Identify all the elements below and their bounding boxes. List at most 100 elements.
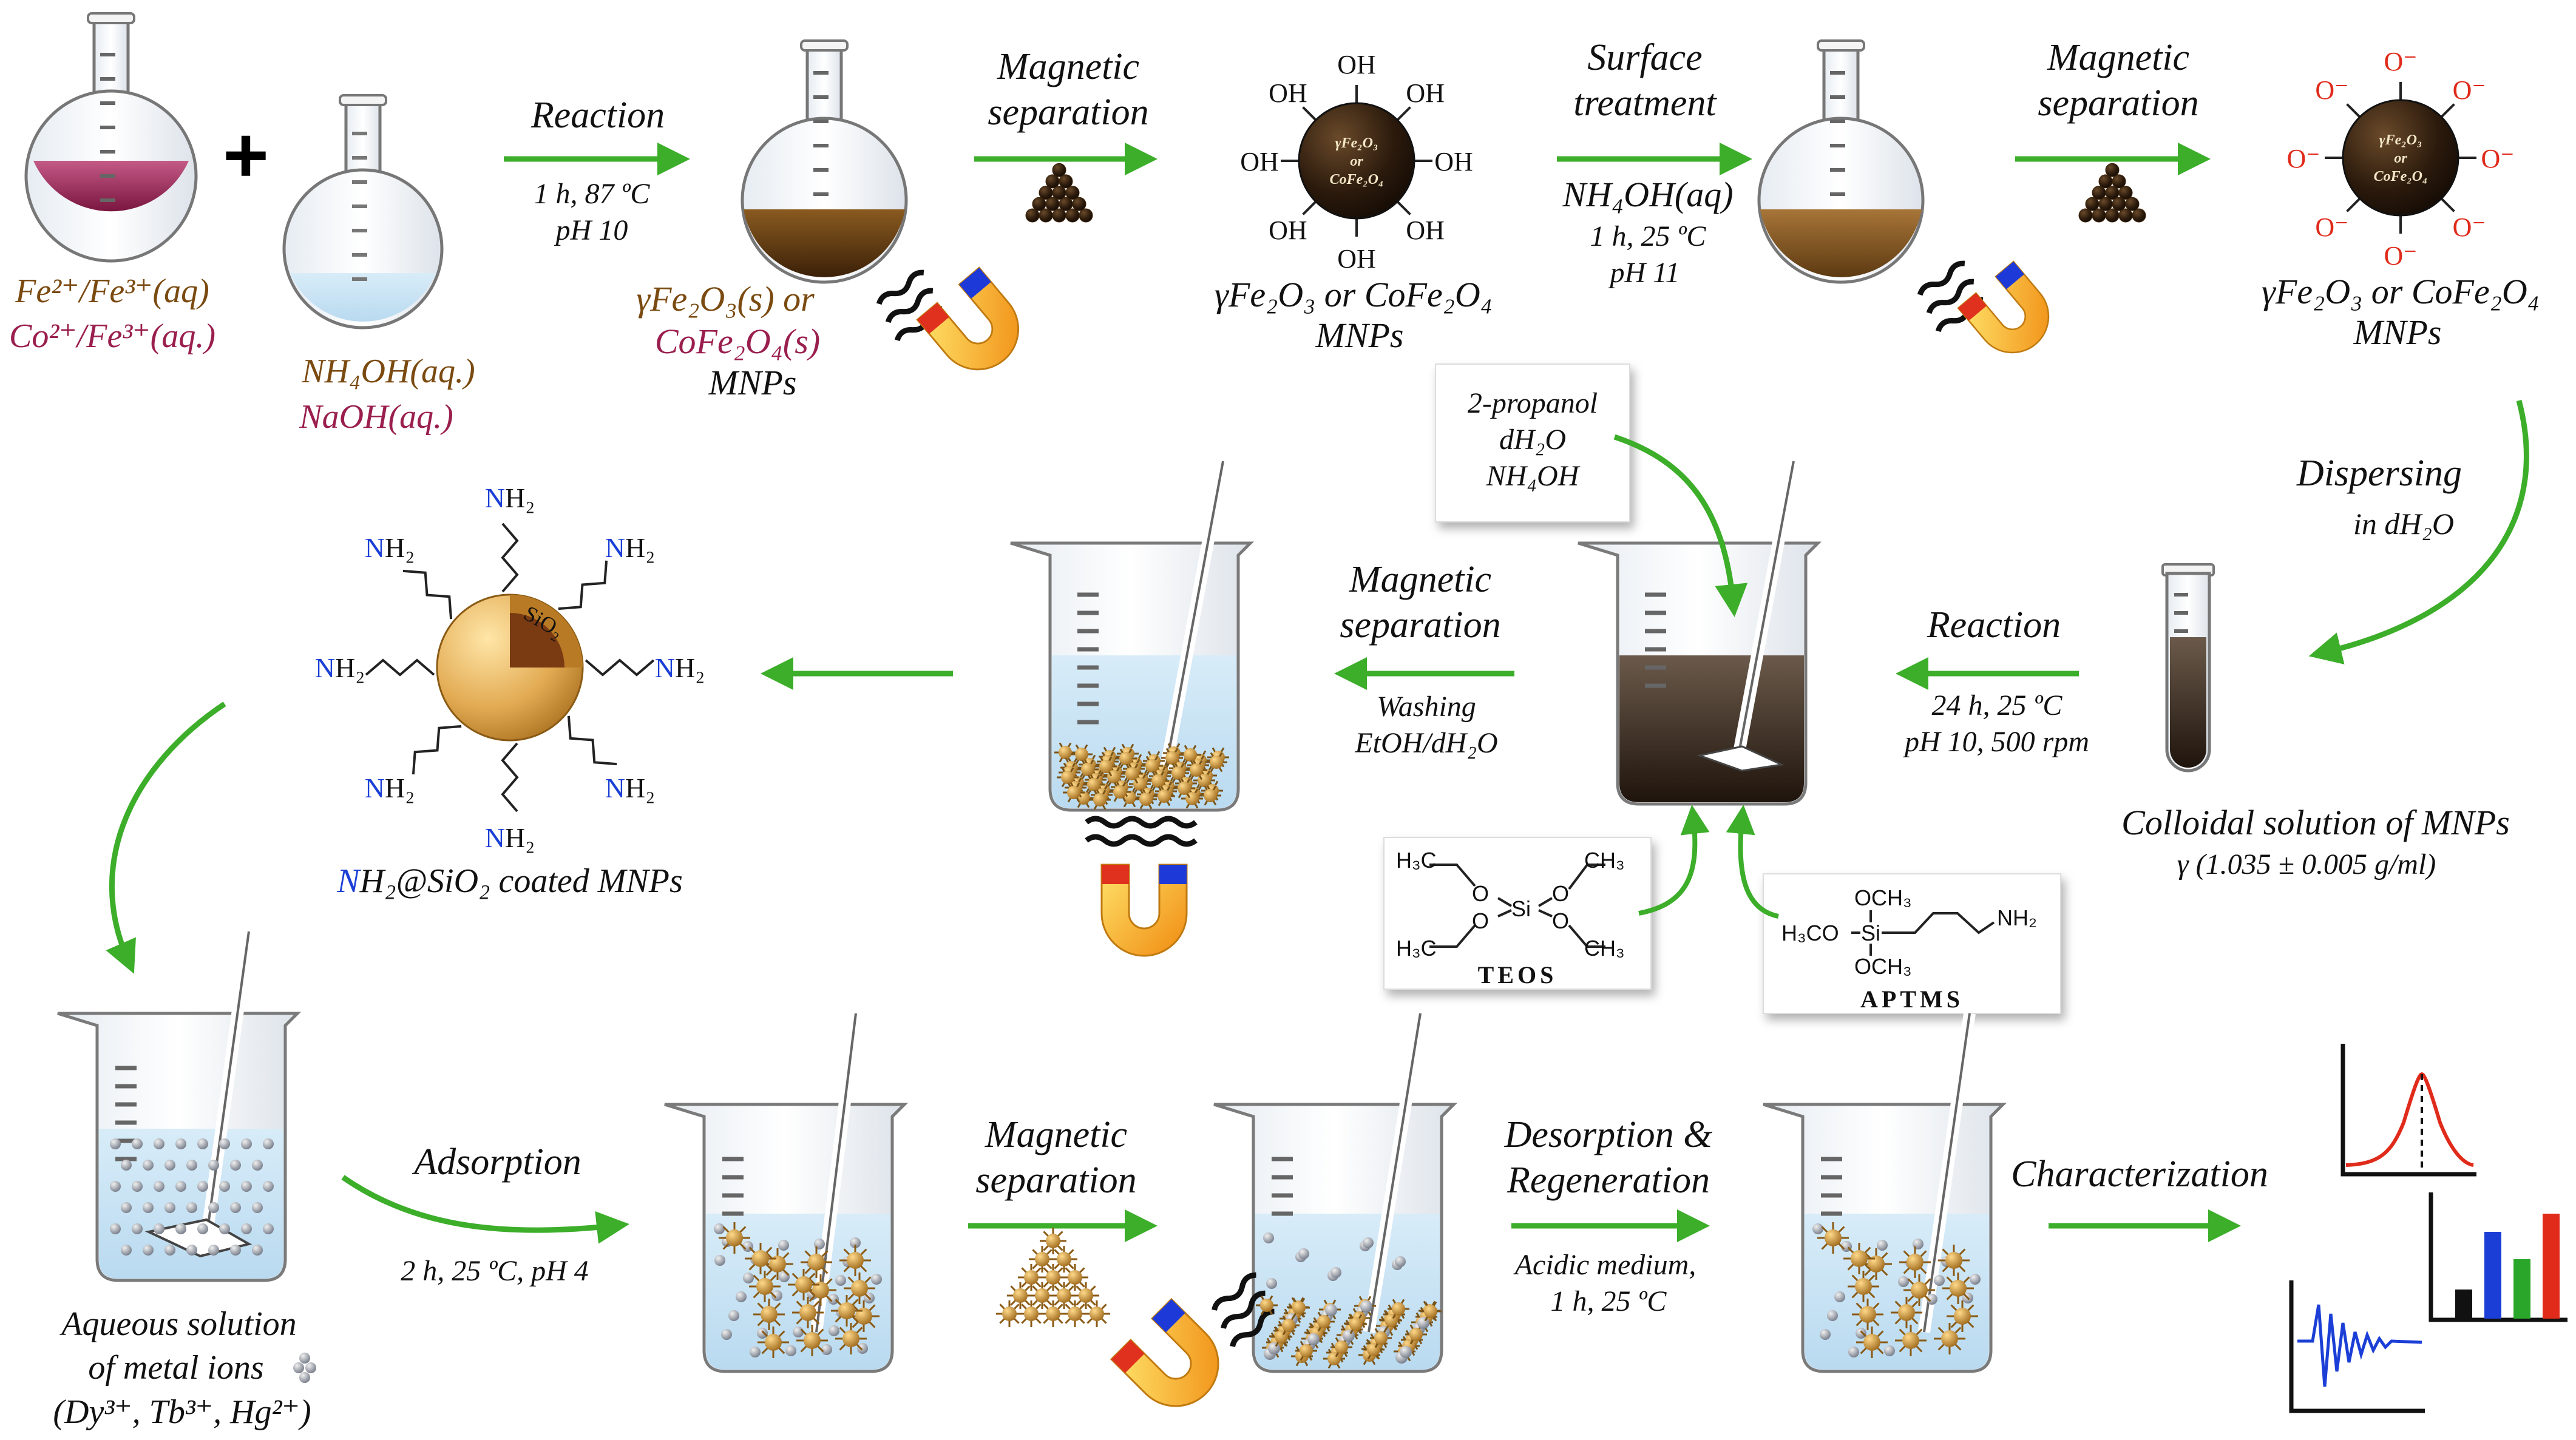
washing-line2: EtOH/dH₂O: [1354, 727, 1497, 759]
np-core-label: or: [2394, 150, 2407, 166]
test-tube-colloid: [2161, 563, 2215, 772]
coated-particle: [1954, 1308, 1971, 1325]
functional-group-label: OH: [1240, 147, 1279, 177]
beaker-silica-coating: [1578, 460, 1822, 806]
metal-ion: [110, 1181, 121, 1192]
metal-ion: [263, 1181, 274, 1192]
coated-particle: [726, 1229, 743, 1246]
functional-group-label: OH: [1337, 50, 1376, 79]
nh2-label: NH₂: [365, 772, 415, 803]
flask-base-solution: [282, 94, 444, 330]
adsorption-cond: 2 h, 25 ºC, pH 4: [401, 1255, 589, 1287]
np-core-label: CoFe₂O₄: [2374, 169, 2428, 184]
solvent-line3: NH₄OH: [1486, 460, 1581, 492]
solvent-box: [1435, 363, 1630, 522]
teos-o-3: O: [1552, 881, 1569, 906]
desorption-cond2: 1 h, 25 ºC: [1551, 1285, 1667, 1317]
flask-treated-suspension: [1757, 39, 1925, 284]
np-o-caption2: MNPs: [2353, 313, 2442, 352]
coated-particle: [756, 1278, 773, 1295]
teos-structure: [1429, 864, 1605, 948]
nh2-label: NH₂: [605, 532, 656, 563]
particle-pile-icon: [1025, 163, 1093, 223]
np-core-label: γFe₂O₃: [1335, 135, 1378, 151]
metal-ion: [110, 1223, 121, 1234]
metal-ion: [263, 1138, 274, 1149]
step2-title1: Magnetic: [997, 46, 1139, 87]
metal-ion: [241, 1181, 252, 1192]
functional-group-label: OH: [1406, 78, 1445, 108]
metal-ion: [175, 1181, 186, 1192]
step1-title: Reaction: [530, 95, 665, 136]
beaker-regeneration: [1763, 1012, 2007, 1373]
reaction2-cond1: 24 h, 25 ºC: [1932, 689, 2063, 722]
metal-ion: [154, 1181, 164, 1192]
magsep4-title1: Magnetic: [985, 1114, 1127, 1155]
metal-ion: [241, 1223, 252, 1234]
arrow-teos: [1638, 805, 1710, 916]
np-core-label: or: [1350, 154, 1363, 169]
metal-ion: [197, 1223, 208, 1234]
reaction2-title: Reaction: [1927, 604, 2061, 646]
coated-particle: [1950, 1280, 1967, 1297]
metal-ion: [219, 1223, 230, 1234]
reactant-co-label: Co²⁺/Fe³⁺(aq.): [9, 317, 215, 355]
metal-ion-icon: [293, 1353, 316, 1383]
adsorption-title: Adsorption: [412, 1141, 581, 1183]
aptms-structure: [1851, 910, 1995, 956]
arrow-dispersing: [2308, 399, 2529, 664]
functional-group-label: OH: [1434, 147, 1473, 177]
ions-line1: Aqueous solution: [59, 1305, 296, 1343]
aptms-och3-top: OCH₃: [1854, 885, 1912, 910]
metal-ion: [175, 1223, 186, 1234]
beaker-adsorption: [664, 1012, 909, 1373]
colloid-line2: γ (1.035 ± 0.005 g/ml): [2177, 848, 2436, 881]
coated-particle: [761, 1306, 778, 1323]
desorption-title2: Regeneration: [1507, 1160, 1710, 1201]
aptms-h3co: H₃CO: [1781, 921, 1839, 945]
metal-ion: [186, 1160, 197, 1171]
np-oh-caption1: γFe₂O₃ or CoFe₂O₄: [1215, 275, 1493, 314]
aptms-och3-bot: OCH₃: [1854, 954, 1912, 979]
bar-plot-icon: [2429, 1192, 2568, 1322]
metal-ion: [263, 1223, 274, 1234]
coated-particle: [1941, 1330, 1958, 1347]
colloid-line1: Colloidal solution of MNPs: [2121, 803, 2510, 842]
metal-ion: [197, 1181, 208, 1192]
step4-title1: Magnetic: [2047, 37, 2189, 78]
coated-particle: [1902, 1332, 1919, 1349]
teos-o-2: O: [1472, 908, 1489, 933]
teos-o-4: O: [1552, 908, 1569, 933]
ions-line3: (Dy³⁺, Tb³⁺, Hg²⁺): [53, 1393, 311, 1431]
metal-ion: [230, 1202, 241, 1213]
coated-particle: [799, 1304, 816, 1321]
metal-ion: [219, 1181, 230, 1192]
gaussian-plot-icon: [2340, 1044, 2476, 1177]
metal-ion: [186, 1202, 197, 1213]
np-oh-caption2: MNPs: [1315, 316, 1404, 355]
metal-ion: [230, 1160, 241, 1171]
metal-ion: [121, 1160, 132, 1171]
functional-group-label: O⁻: [2287, 144, 2320, 174]
base-nh4oh-label: NH₄OH(aq.): [301, 353, 475, 390]
coated-caption: NH₂@SiO₂ coated MNPs: [336, 862, 683, 900]
teos-name: TEOS: [1478, 961, 1557, 989]
metal-ion: [186, 1245, 197, 1256]
coated-particle: [1851, 1250, 1868, 1267]
dispersing-title: Dispersing: [2296, 453, 2462, 494]
coated-particle: [795, 1276, 812, 1293]
step3-title1: Surface: [1587, 37, 1702, 78]
metal-ion: [154, 1223, 164, 1234]
metal-ion: [143, 1160, 154, 1171]
teos-ch3-bot: CH₃: [1584, 936, 1625, 961]
coated-particle: [752, 1250, 769, 1267]
step3-title2: treatment: [1573, 83, 1717, 124]
desorption-title1: Desorption &: [1504, 1114, 1713, 1155]
magnet-1: [876, 266, 1036, 387]
teos-si: Si: [1511, 896, 1531, 921]
metal-ion: [219, 1138, 230, 1149]
coated-particle: [1945, 1252, 1962, 1269]
nh2-label: NH₂: [485, 822, 535, 853]
